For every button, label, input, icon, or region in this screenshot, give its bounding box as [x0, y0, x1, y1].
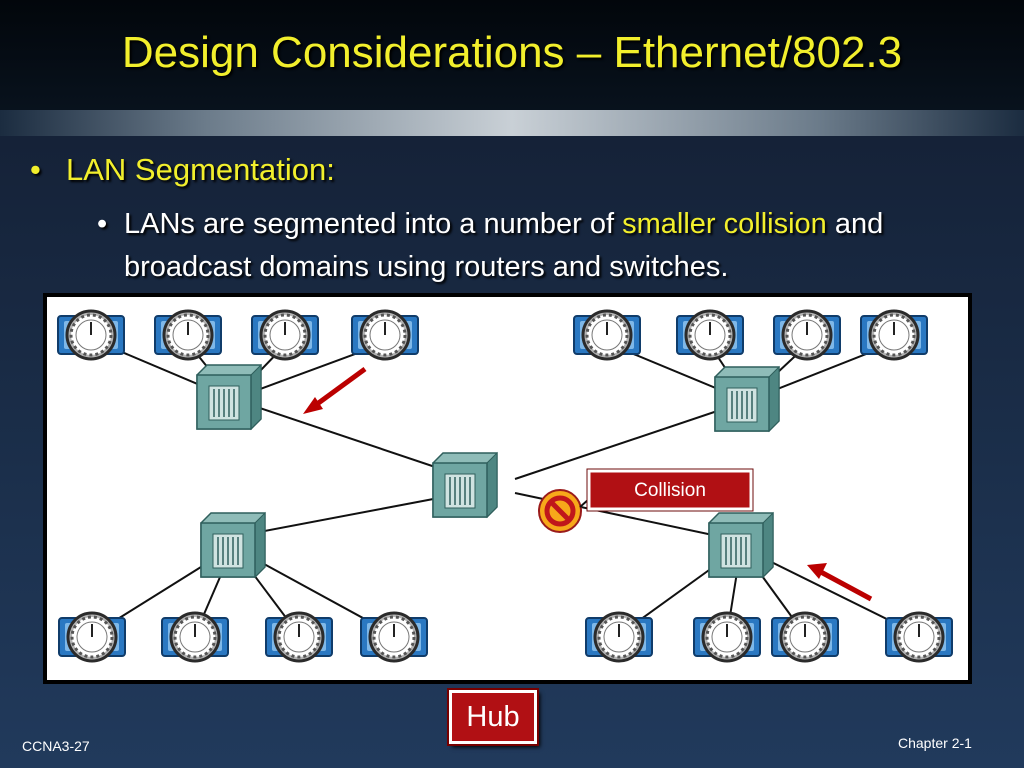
pointer-arrow-icon	[303, 366, 367, 414]
sub-bullet-segmentation: • LANs are segmented into a number of sm…	[97, 203, 997, 289]
hub-icon	[200, 512, 266, 578]
sub-bullet-text-start: LANs are segmented into a number of	[124, 208, 623, 240]
workstation-icons-top	[56, 309, 929, 361]
bullet-text: LAN Segmentation:	[66, 152, 335, 187]
bullet-lan-segmentation: • LAN Segmentation:	[30, 152, 335, 188]
network-diagram-frame: Collision	[43, 293, 972, 684]
sub-bullet-text-end: and broadcast domains using routers and …	[124, 208, 884, 283]
workstation-icons-bottom	[57, 611, 954, 663]
slide-title: Design Considerations – Ethernet/802.3	[121, 28, 903, 77]
title-separator-band	[0, 110, 1024, 136]
network-diagram-canvas: Collision	[47, 297, 968, 680]
slide-footer-chapter: Chapter 2-1	[898, 735, 972, 751]
bullet-marker: •	[30, 152, 41, 187]
collision-label: Collision	[634, 480, 706, 501]
collision-prohibited-icon	[538, 489, 582, 533]
slide-footer-course: CCNA3-27	[22, 738, 90, 754]
pointer-arrow-icon	[807, 563, 873, 602]
network-diagram: Collision	[56, 309, 954, 663]
title-bar	[0, 0, 1024, 110]
collision-label-box: Collision	[586, 468, 754, 512]
sub-bullet-text: LANs are segmented into a number of smal…	[124, 203, 997, 289]
hub-icon	[196, 364, 262, 430]
hub-icon	[714, 366, 780, 432]
hub-label: Hub	[449, 690, 537, 744]
sub-bullet-highlight: smaller collision	[622, 208, 827, 240]
hub-icon	[708, 512, 774, 578]
hub-icon	[432, 452, 498, 518]
sub-bullet-marker: •	[97, 208, 108, 240]
